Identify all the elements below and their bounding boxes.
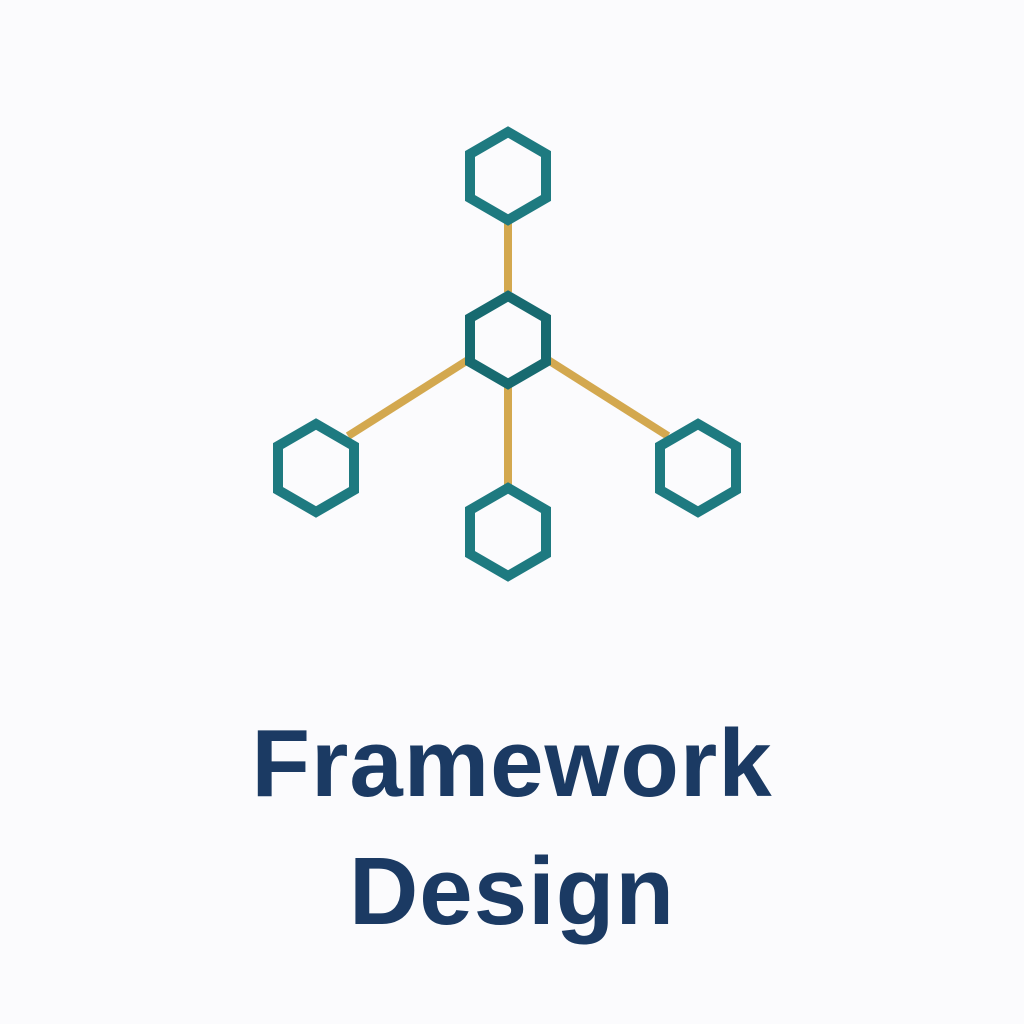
hexagon-network-icon <box>273 126 741 582</box>
connector-left <box>345 356 471 440</box>
hexagon-node-right <box>655 418 741 518</box>
title-line-2: Design <box>348 838 676 945</box>
hexagon-node-bottom <box>465 482 551 582</box>
hexagon-node-center <box>465 290 551 390</box>
hexagon-node-top <box>465 126 551 226</box>
connector-right <box>545 356 671 440</box>
hexagon-node-left <box>273 418 359 518</box>
title-line-1: Framework <box>251 710 773 817</box>
logo-title: Framework Design <box>0 700 1024 956</box>
